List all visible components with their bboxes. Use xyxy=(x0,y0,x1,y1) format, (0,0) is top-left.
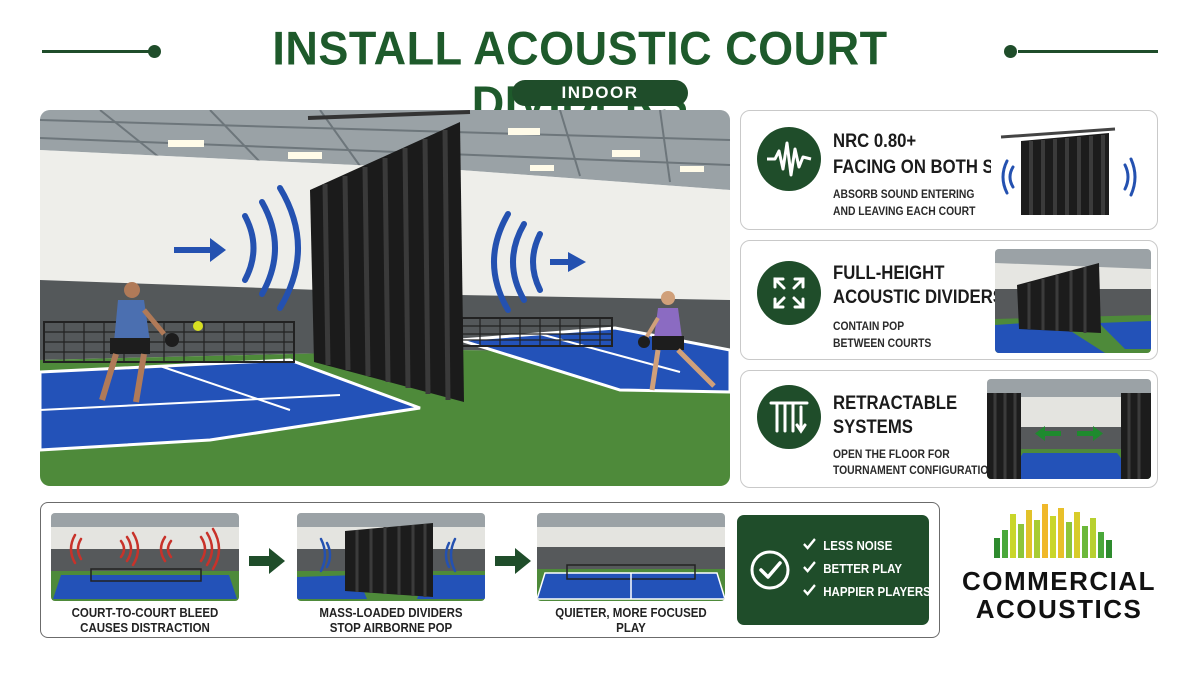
step-quiet-image xyxy=(537,513,725,601)
check-icon xyxy=(803,538,816,550)
sound-wave-icon xyxy=(757,127,821,191)
before-after-process: COURT-TO-COURT BLEED CAUSES DISTRACTION … xyxy=(40,502,940,638)
card-body-1: ABSORB SOUND ENTERING xyxy=(833,189,975,201)
retractable-track-icon xyxy=(757,385,821,449)
step-caption-1a: COURT-TO-COURT BLEED xyxy=(71,606,219,620)
title-rule-right xyxy=(1018,50,1158,53)
benefit-label: LESS NOISE xyxy=(823,539,893,553)
title-dot-right xyxy=(1004,45,1017,58)
step-caption-2a: MASS-LOADED DIVIDERS xyxy=(319,606,463,620)
card-headline-1: RETRACTABLE xyxy=(833,393,958,414)
title-rule-left xyxy=(42,50,150,53)
equalizer-logo-icon xyxy=(994,504,1112,558)
card-headline-2: SYSTEMS xyxy=(833,417,913,438)
benefit-item: HAPPIER PLAYERS xyxy=(803,584,931,599)
logo-line-2: ACOUSTICS xyxy=(975,594,1143,624)
feature-card-nrc: NRC 0.80+ FACING ON BOTH SIDES ABSORB SO… xyxy=(740,110,1158,230)
logo-line-1: COMMERCIAL xyxy=(961,566,1157,596)
curtain-thumbnail xyxy=(991,119,1151,223)
card-headline-1: NRC 0.80+ xyxy=(833,131,917,152)
company-logo: COMMERCIAL ACOUSTICS xyxy=(954,500,1164,630)
card-body-2: AND LEAVING EACH COURT xyxy=(833,206,976,218)
check-icon xyxy=(803,561,816,573)
check-icon xyxy=(803,584,816,596)
feature-card-retractable: RETRACTABLE SYSTEMS OPEN THE FLOOR FOR T… xyxy=(740,370,1158,488)
benefit-item: LESS NOISE xyxy=(803,538,892,553)
card-headline-2: FACING ON BOTH SIDES xyxy=(833,157,1033,178)
benefits-panel: LESS NOISE BETTER PLAY HAPPIER PLAYERS xyxy=(737,515,931,625)
card-headline-1: FULL-HEIGHT xyxy=(833,263,945,284)
benefit-item: BETTER PLAY xyxy=(803,561,902,576)
step-bleed-image xyxy=(51,513,239,601)
card-body-2: BETWEEN COURTS xyxy=(833,338,932,350)
card-headline-2: ACOUSTIC DIVIDERS xyxy=(833,287,1004,308)
step-dividers-image xyxy=(297,513,485,601)
step-caption-1b: CAUSES DISTRACTION xyxy=(80,621,210,635)
card-body-1: CONTAIN POP xyxy=(833,321,905,333)
check-circle-icon xyxy=(750,550,790,590)
title-dot-left xyxy=(148,45,161,58)
arrow-right-icon xyxy=(495,548,531,574)
step-caption-3a: QUIETER, MORE FOCUSED xyxy=(555,606,707,620)
benefit-label: HAPPIER PLAYERS xyxy=(823,585,931,599)
step-caption-3b: PLAY xyxy=(616,621,646,635)
benefit-label: BETTER PLAY xyxy=(823,562,903,576)
step-caption-2b: STOP AIRBORNE POP xyxy=(329,621,453,635)
divider-court-thumbnail xyxy=(995,249,1151,353)
header: INSTALL ACOUSTIC COURT DIVIDERS xyxy=(0,18,1200,130)
hero-court-scene xyxy=(40,110,730,486)
arrow-right-icon xyxy=(249,548,285,574)
subtitle-badge: INDOOR xyxy=(512,80,688,106)
card-body-1: OPEN THE FLOOR FOR xyxy=(833,449,950,461)
hero-illustration xyxy=(40,110,730,486)
feature-card-full-height: FULL-HEIGHT ACOUSTIC DIVIDERS CONTAIN PO… xyxy=(740,240,1158,360)
expand-arrows-icon xyxy=(757,261,821,325)
card-body-2: TOURNAMENT CONFIGURATIONS xyxy=(833,465,1003,477)
retractable-thumbnail xyxy=(987,379,1151,479)
